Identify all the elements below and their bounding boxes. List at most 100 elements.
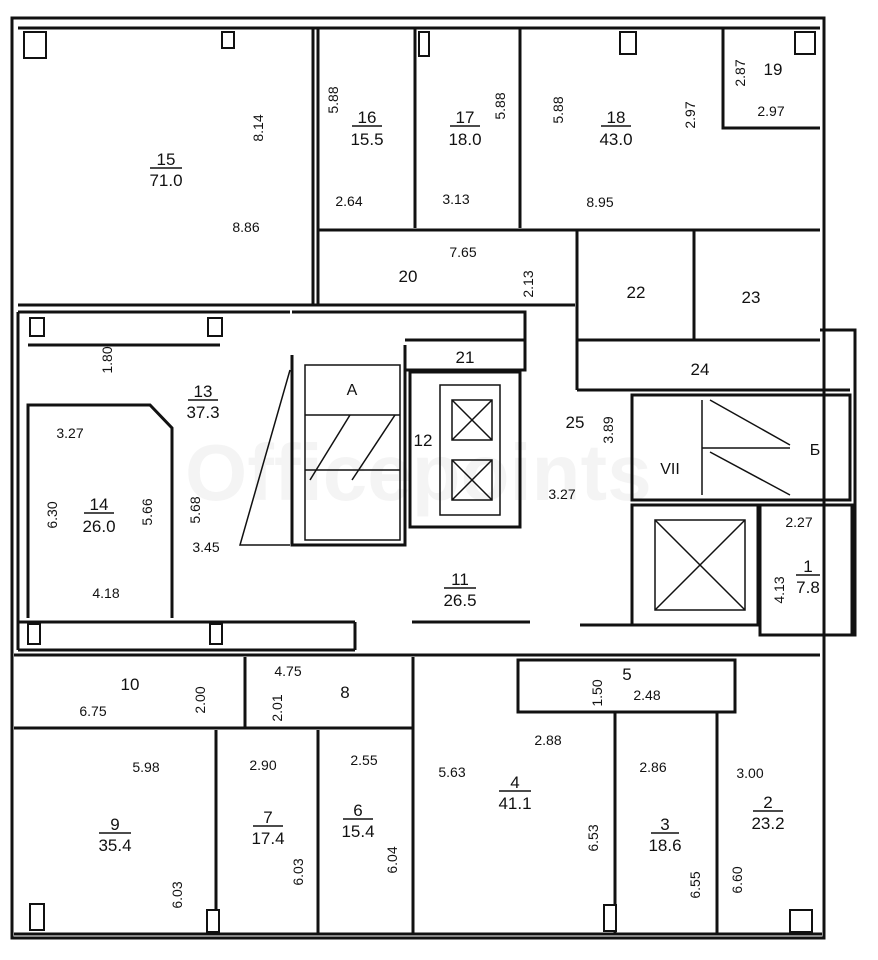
dimension: 5.88 [492,92,508,119]
watermark: Officepoints [185,428,652,517]
dimension: 5.98 [132,759,159,775]
room-area: 17.4 [251,829,284,848]
room-number: 14 [90,495,109,514]
room-14: 14 26.0 3.27 6.30 5.66 4.18 [44,425,155,601]
stair-labels: A Б VII [347,382,821,478]
dimension: 3.45 [192,539,219,555]
room-area: 18.0 [448,130,481,149]
room-20: 20 7.65 2.13 [399,244,536,298]
dimension: 5.68 [187,496,203,523]
dimension: 6.60 [729,866,745,893]
room-area: 18.6 [648,836,681,855]
room-23: 23 [742,288,761,307]
dimension: 2.87 [732,59,748,86]
dimension: 2.86 [639,759,666,775]
room-13: 13 37.3 1.80 5.68 3.45 [99,346,220,555]
room-area: 35.4 [98,836,131,855]
room-9: 9 35.4 5.98 6.03 [98,759,185,909]
dimension: 1.80 [99,346,115,373]
room-17: 17 18.0 5.88 3.13 [442,92,508,207]
dimension: 2.97 [757,103,784,119]
dimension: 3.00 [736,765,763,781]
dimension: 6.03 [290,858,306,885]
dimension: 4.75 [274,663,301,679]
room-number: 20 [399,267,418,286]
dimension: 2.01 [269,694,285,721]
dimension: 2.00 [192,686,208,713]
room-area: 26.0 [82,517,115,536]
stair-vii-label: VII [660,461,680,478]
room-number: 15 [157,150,176,169]
dimension: 8.14 [250,114,266,141]
dimension: 7.65 [449,244,476,260]
room-10: 10 6.75 2.00 [79,675,208,719]
room-7: 7 17.4 2.90 6.03 [249,757,306,886]
room-25: 25 3.89 3.27 [548,413,616,502]
room-1: 1 7.8 2.27 4.13 [771,514,820,604]
room-area: 37.3 [186,403,219,422]
room-21: 21 [456,348,475,367]
room-number: 9 [110,815,119,834]
walls [10,16,857,940]
room-2: 2 23.2 3.00 6.60 [729,765,785,894]
dimension: 5.66 [139,498,155,525]
dimension: 6.30 [44,501,60,528]
room-8: 8 4.75 2.01 [269,663,350,722]
room-number: 5 [622,665,631,684]
dimension: 2.64 [335,193,362,209]
room-19: 19 2.87 2.97 [732,59,785,119]
room-number: 8 [340,683,349,702]
dimension: 2.97 [682,101,698,128]
room-number: 19 [764,60,783,79]
dimension: 2.88 [534,732,561,748]
dimension: 4.13 [771,576,787,603]
room-number: 4 [510,773,519,792]
room-labels: 15 71.0 8.14 8.86 16 15.5 2.64 5.88 17 1… [44,59,820,909]
room-number: 3 [660,815,669,834]
room-area: 71.0 [149,171,182,190]
room-15: 15 71.0 8.14 8.86 [149,114,266,235]
dimension: 8.95 [586,194,613,210]
room-number: 13 [194,382,213,401]
dimension: 6.55 [687,871,703,898]
room-22: 22 [627,283,646,302]
dimension: 2.27 [785,514,812,530]
room-number: 25 [566,413,585,432]
dimension: 3.89 [600,416,616,443]
room-number: 16 [358,108,377,127]
stair-b-label: Б [810,442,821,459]
dimension: 6.53 [585,824,601,851]
stair-a-label: A [347,382,358,399]
dimension: 5.88 [325,86,341,113]
dimension: 2.48 [633,687,660,703]
room-number: 10 [121,675,140,694]
room-number: 1 [803,557,812,576]
dimension: 5.88 [550,96,566,123]
room-number: 2 [763,793,772,812]
room-5: 5 1.50 2.48 [589,665,661,707]
room-11: 11 26.5 [443,570,476,610]
room-area: 15.5 [350,130,383,149]
room-area: 26.5 [443,591,476,610]
room-number: 7 [263,808,272,827]
room-area: 43.0 [599,130,632,149]
room-12: 12 [414,431,433,450]
room-area: 23.2 [751,814,784,833]
dimension: 2.90 [249,757,276,773]
dimension: 2.55 [350,752,377,768]
room-16: 16 15.5 2.64 [335,108,383,209]
room-number: 11 [451,570,469,589]
room-number: 17 [456,108,475,127]
dimension: 2.13 [520,270,536,297]
room-3: 3 18.6 2.86 6.55 [639,759,703,899]
dimension: 6.04 [384,846,400,873]
dimension: 6.75 [79,703,106,719]
dimension: 3.13 [442,191,469,207]
room-6: 6 15.4 2.55 6.04 [341,752,400,874]
dimension: 8.86 [232,219,259,235]
room-number: 18 [607,108,626,127]
room-area: 15.4 [341,822,374,841]
dimension: 6.03 [169,881,185,908]
dimension: 4.18 [92,585,119,601]
